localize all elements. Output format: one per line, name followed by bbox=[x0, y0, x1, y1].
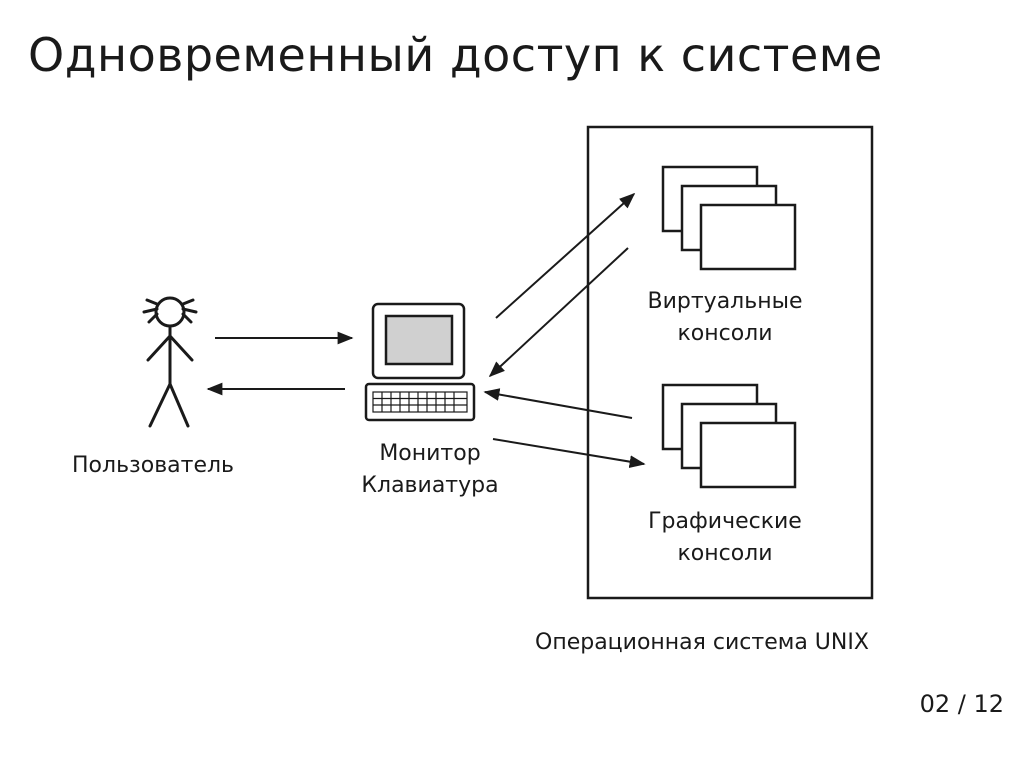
terminal-label: Монитор Клавиатура bbox=[335, 438, 525, 502]
os-label: Операционная система UNIX bbox=[535, 630, 869, 655]
computer-terminal-icon bbox=[364, 302, 476, 422]
arrow-virtual-to-terminal bbox=[488, 247, 629, 378]
terminal-label-line2: Клавиатура bbox=[361, 472, 499, 498]
user-figure-icon bbox=[142, 296, 198, 428]
user-label: Пользователь bbox=[72, 453, 235, 478]
page-number: 02 / 12 bbox=[919, 690, 1004, 718]
virtual-consoles-label-line1: Виртуальные bbox=[647, 289, 803, 314]
arrow-graphic-to-terminal bbox=[483, 388, 633, 419]
virtual-consoles-icon bbox=[661, 165, 797, 271]
arrow-terminal-to-graphic bbox=[492, 438, 646, 468]
graphic-consoles-icon bbox=[661, 383, 797, 489]
graphic-consoles-label-line2: консоли bbox=[677, 540, 773, 566]
virtual-consoles-label-line2: консоли bbox=[677, 320, 773, 346]
os-frame bbox=[586, 125, 874, 600]
graphic-consoles-label: Графические консоли bbox=[610, 506, 840, 570]
arrow-terminal-to-virtual bbox=[495, 192, 636, 319]
graphic-consoles-label-line1: Графические bbox=[648, 509, 802, 534]
slide-title: Одновременный доступ к системе bbox=[28, 28, 883, 82]
terminal-label-line1: Монитор bbox=[379, 441, 481, 466]
virtual-consoles-label: Виртуальные консоли bbox=[610, 286, 840, 350]
